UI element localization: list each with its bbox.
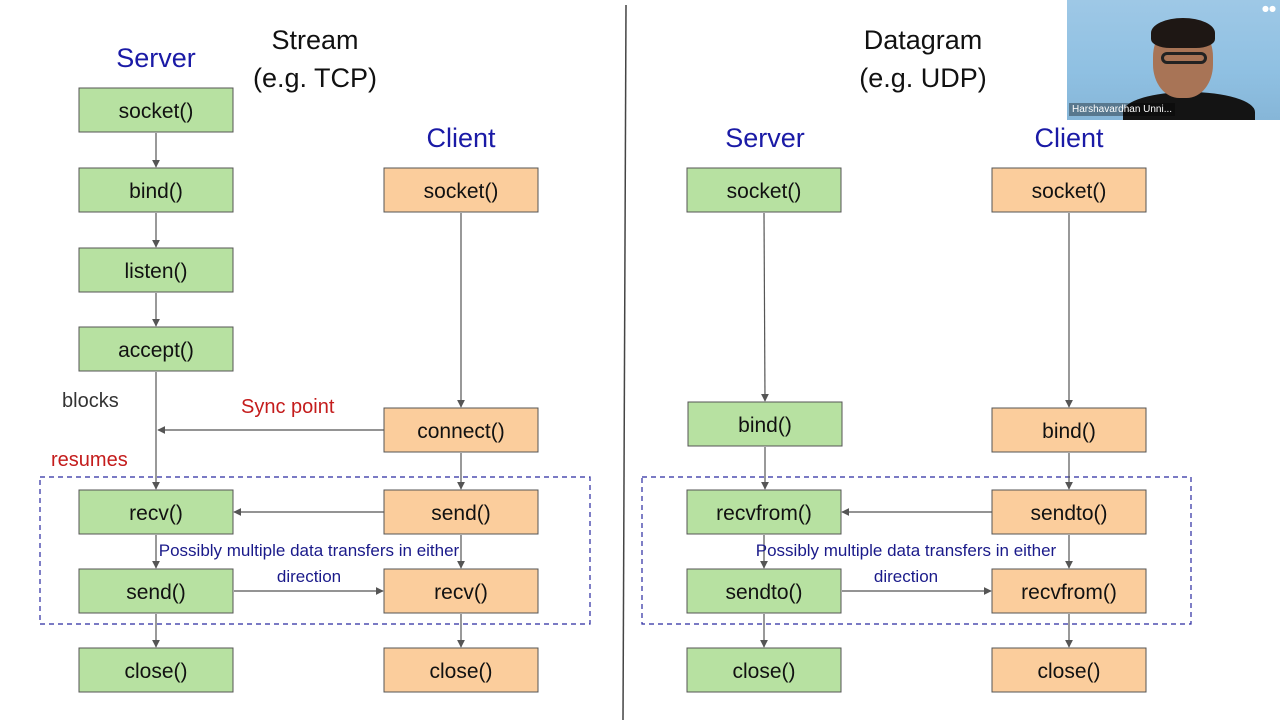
svg-text:send(): send() (126, 581, 186, 604)
svg-text:recv(): recv() (129, 502, 183, 525)
datagram-client-recvfrom-box: recvfrom() (991, 568, 1147, 614)
stream-server-heading: Server (116, 43, 196, 73)
stream-client-connect-box: connect() (383, 407, 539, 453)
stream-client-send-box: send() (383, 489, 539, 535)
stream-client-socket-box: socket() (383, 167, 539, 213)
datagram-server-socket-box: socket() (686, 167, 842, 213)
svg-text:recvfrom(): recvfrom() (716, 502, 812, 525)
datagram-client-heading: Client (1034, 123, 1104, 153)
svg-text:bind(): bind() (738, 414, 792, 437)
stream-transfer-note-line2: direction (277, 567, 341, 586)
datagram-server-close-box: close() (686, 647, 842, 693)
svg-text:connect(): connect() (417, 420, 505, 443)
stream-client-heading: Client (426, 123, 496, 153)
svg-text:socket(): socket() (424, 180, 499, 203)
mic-status-icon: ●● (1262, 4, 1276, 13)
datagram-client-close-box: close() (991, 647, 1147, 693)
svg-text:recvfrom(): recvfrom() (1021, 581, 1117, 604)
stream-title: Stream (271, 25, 358, 55)
stream-server-socket-box: socket() (78, 87, 234, 133)
svg-text:recv(): recv() (434, 581, 488, 604)
datagram-client-bind-box: bind() (991, 407, 1147, 453)
svg-text:send(): send() (431, 502, 491, 525)
stream-transfer-note-line1: Possibly multiple data transfers in eith… (159, 541, 460, 560)
datagram-client-socket-box: socket() (991, 167, 1147, 213)
svg-text:socket(): socket() (1032, 180, 1107, 203)
datagram-title: Datagram (864, 25, 983, 55)
svg-text:close(): close() (732, 660, 795, 683)
stream-sync-point-label: Sync point (241, 396, 335, 418)
stream-server-send-box: send() (78, 568, 234, 614)
presenter-hair (1151, 18, 1215, 48)
stream-server-close-box: close() (78, 647, 234, 693)
stream-subtitle: (e.g. TCP) (253, 63, 377, 93)
svg-text:socket(): socket() (119, 100, 194, 123)
datagram-transfer-note-line1: Possibly multiple data transfers in eith… (756, 541, 1057, 560)
stream-client-recv-box: recv() (383, 568, 539, 614)
stream-blocks-label: blocks (62, 390, 119, 412)
svg-text:accept(): accept() (118, 339, 194, 362)
svg-text:close(): close() (1037, 660, 1100, 683)
svg-text:listen(): listen() (124, 260, 187, 283)
stream-resumes-label: resumes (51, 449, 128, 471)
svg-text:socket(): socket() (727, 180, 802, 203)
svg-text:close(): close() (124, 660, 187, 683)
stream-server-accept-box: accept() (78, 326, 234, 372)
stream-client-close-box: close() (383, 647, 539, 693)
stream-server-recv-box: recv() (78, 489, 234, 535)
datagram-subtitle: (e.g. UDP) (859, 63, 987, 93)
datagram-server-bind-box: bind() (687, 401, 843, 447)
section-divider (622, 4, 627, 720)
datagram-client-sendto-box: sendto() (991, 489, 1147, 535)
datagram-server-heading: Server (725, 123, 805, 153)
stream-server-listen-box: listen() (78, 247, 234, 293)
datagram-transfer-region (641, 476, 1192, 625)
svg-text:bind(): bind() (129, 180, 183, 203)
participant-name-label: Harshavardhan Unni... (1069, 103, 1176, 116)
svg-text:close(): close() (429, 660, 492, 683)
svg-text:sendto(): sendto() (725, 581, 802, 604)
stream-server-bind-box: bind() (78, 167, 234, 213)
datagram-server-flow-arrows (760, 212, 769, 648)
webcam-video-tile[interactable]: ●● Harshavardhan Unni... (1067, 0, 1280, 120)
presenter-glasses (1161, 52, 1207, 64)
svg-text:bind(): bind() (1042, 420, 1096, 443)
datagram-server-sendto-box: sendto() (686, 568, 842, 614)
svg-text:sendto(): sendto() (1030, 502, 1107, 525)
datagram-transfer-note-line2: direction (874, 567, 938, 586)
datagram-server-recvfrom-box: recvfrom() (686, 489, 842, 535)
stream-transfer-region (39, 476, 591, 625)
